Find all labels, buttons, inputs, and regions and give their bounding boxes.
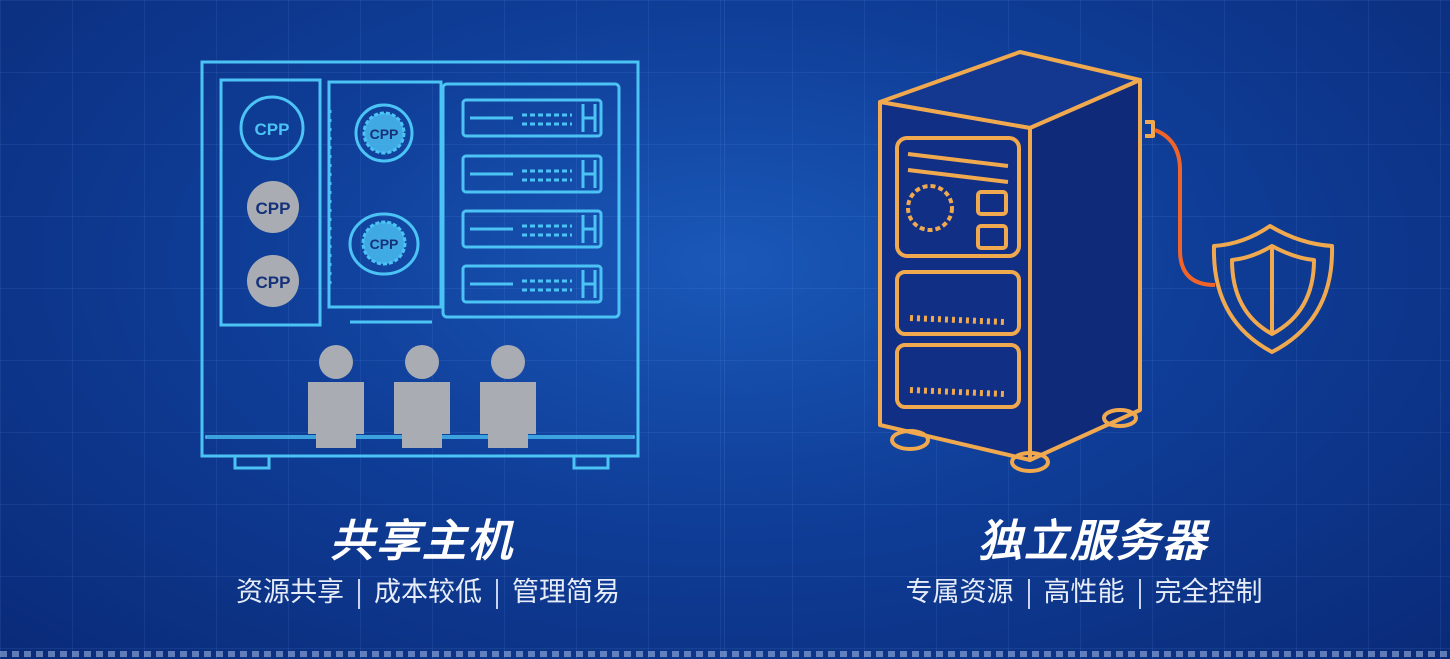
feature: 资源共享	[236, 577, 344, 608]
chip-label: CPP	[256, 273, 291, 292]
cpu-chip-outline-icon	[239, 95, 305, 161]
separator	[496, 578, 498, 609]
feature: 专属资源	[905, 577, 1014, 608]
feature: 成本较低	[374, 577, 482, 608]
feature: 高性能	[1043, 577, 1125, 608]
center-divider	[724, 0, 725, 659]
separator	[1027, 578, 1030, 609]
dedicated-server-illustration	[878, 50, 1335, 473]
shared-host-title: 共享主机	[330, 516, 514, 567]
dedicated-server-title: 独立服务器	[978, 516, 1208, 567]
shield-icon	[1211, 224, 1335, 354]
separator	[1138, 578, 1141, 609]
feature: 管理简易	[512, 577, 620, 608]
separator	[358, 578, 360, 609]
bottom-dotted-line	[0, 651, 1450, 657]
user-icons	[308, 345, 536, 448]
feature: 完全控制	[1154, 577, 1263, 608]
chip-label: CPP	[256, 199, 291, 218]
cable	[1154, 128, 1216, 287]
shared-host-illustration: CPP CPP CPP CPP CPP	[200, 60, 640, 470]
chip-label: CPP	[370, 126, 399, 142]
chip-label: CPP	[255, 120, 290, 139]
shared-host-features: 资源共享成本较低管理简易	[148, 570, 708, 609]
chip-label: CPP	[370, 236, 399, 252]
dedicated-server-features: 专属资源高性能完全控制	[804, 570, 1364, 609]
rack-units	[461, 98, 603, 304]
